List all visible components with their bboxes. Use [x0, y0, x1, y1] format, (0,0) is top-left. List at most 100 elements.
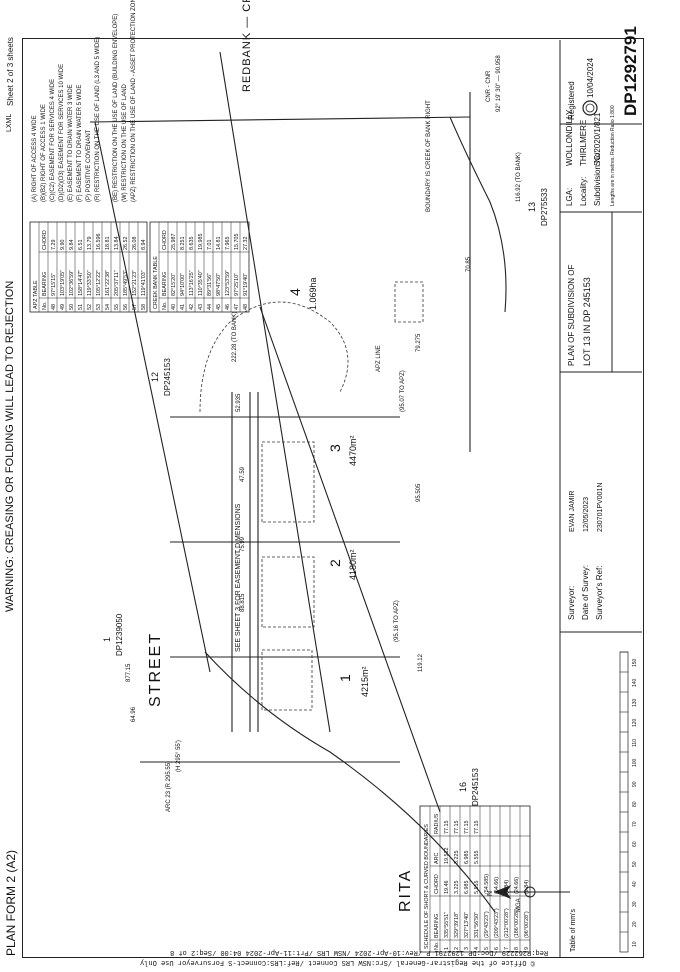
street-name-street: STREET	[147, 632, 164, 707]
table-cell: 3.225	[454, 881, 460, 895]
table-cell: 82°15'20"	[171, 273, 177, 296]
table-cell: 7.29	[51, 240, 57, 251]
table-cell: 19.46	[444, 881, 450, 895]
easement-note: (B)(B2) RIGHT OF ACCESS 1 WIDE	[41, 104, 47, 202]
boundary-south	[259, 306, 441, 813]
table-cell: 97°25'10"	[234, 273, 240, 296]
easement-note: (P) POSITIVE COVENANT	[86, 129, 92, 202]
table-cell: 77.15	[444, 821, 450, 835]
table-cell: 94°10'00"	[180, 273, 186, 296]
scale-tick-label: 60	[632, 841, 638, 847]
building-envelope-3	[261, 441, 315, 523]
table-cell: (212°00'28")	[504, 908, 510, 938]
building-envelope-4	[394, 281, 424, 323]
creek-bank-curve	[449, 116, 507, 313]
adjoining-dp-12: DP245153	[163, 358, 172, 396]
table-header: No.	[162, 302, 168, 310]
adjoining-lot-13: 13	[527, 202, 537, 212]
table-cell: 185°49'53"	[123, 270, 129, 296]
north-label: N	[487, 891, 494, 896]
table-cell: 329°39'18"	[454, 912, 460, 938]
table-cell: 5.555	[474, 851, 480, 865]
surveyor-ref: 230701PV001N	[597, 483, 604, 532]
creek-bank-label: BOUNDARY IS CREEK OF BANK RIGHT	[426, 100, 432, 212]
dimension-p: (95.07 TO APZ)	[400, 370, 406, 412]
table-cell: 77.15	[474, 821, 480, 835]
table-cell: 8.635	[189, 237, 195, 251]
table-cell: (29°43'23")	[484, 911, 490, 938]
dimension-f: CNR - CNR	[486, 70, 492, 102]
table-header: CHORD	[42, 230, 48, 250]
boundary-creek-side	[89, 116, 471, 123]
scale-tick-label: 30	[632, 901, 638, 907]
table-cell: 48	[243, 304, 249, 310]
apz-line-label: APZ LINE	[376, 345, 382, 372]
table-cell: (54.66)	[494, 877, 500, 894]
apz-line-curve	[199, 301, 349, 413]
adjoining-lot-12: 12	[150, 372, 160, 382]
table-cell: (9.84)	[504, 880, 510, 894]
lot-1-area: 4215m²	[360, 666, 370, 697]
table-cell: 113°16'25"	[189, 270, 195, 296]
table-cell: 41	[180, 304, 186, 310]
scale-tick-label: 70	[632, 821, 638, 827]
registered-date: 10/04/2024	[586, 57, 595, 98]
scale-tick-label: 110	[632, 739, 638, 747]
table-cell: 26.52	[123, 237, 129, 251]
table-cell: 7	[504, 947, 510, 950]
scale-tick-label: 120	[632, 718, 638, 727]
table-cell: 25.987	[171, 234, 177, 251]
dimension-d: 116.92 (TO BANK)	[516, 152, 522, 202]
table-cell: 335°55'51"	[444, 912, 450, 938]
subdivision-label: Subdivision No:	[593, 150, 602, 206]
building-envelope-2	[261, 556, 315, 628]
lot-1-number: 1	[337, 674, 353, 682]
table-cell: 8	[514, 947, 520, 950]
table-cell: 2	[454, 947, 460, 950]
table-cell: 40	[171, 304, 177, 310]
dimension-k: 47.59	[240, 466, 246, 482]
surveyor-label: Surveyor:	[567, 586, 576, 620]
locality-label: Locality:	[579, 177, 588, 206]
scale-tick-label: 100	[632, 758, 638, 767]
subdivision-value: SC/2020/1/821	[593, 112, 602, 166]
table-cell: 102°36'59"	[69, 270, 75, 296]
table-cell: 51	[78, 304, 84, 310]
boundary-bank-line	[219, 51, 331, 733]
table-cell: 13.79	[87, 237, 93, 251]
table-cell: 19.985	[198, 234, 204, 251]
building-envelope-1	[261, 649, 313, 711]
locality-value: THIRLMERE	[579, 120, 588, 166]
table-cell: 5	[484, 947, 490, 950]
table-cell: 110°35'40"	[198, 270, 204, 296]
table-cell: 97°15'15"	[51, 273, 57, 296]
table-cell: 52	[87, 304, 93, 310]
scale-bar-label: Table of mm's	[570, 909, 577, 952]
table-cell: 44	[207, 304, 213, 310]
easement-note: (E) EASEMENT TO DRAIN WATER 3 WIDE	[68, 84, 74, 202]
dimension-e: 92° 19' 30" — 90.958	[496, 55, 502, 112]
lot-4-number: 4	[287, 288, 303, 296]
scale-tick-label: 20	[632, 921, 638, 927]
easement-note: (W) RESTRICTION ON THE USE OF LAND	[122, 83, 128, 202]
table-cell: (54.585)	[484, 874, 490, 894]
scale-tick-label: 50	[632, 861, 638, 867]
dimension-o: (95.16 TO APZ)	[394, 600, 400, 642]
table-cell: 158°14'47"	[78, 270, 84, 296]
see-sheet-note: SEE SHEET 3 FOR EASEMENT DIMENSIONS	[235, 503, 242, 652]
lot-3-area: 4470m²	[348, 435, 358, 466]
table-cell: 9.84	[69, 240, 75, 251]
table-cell: 57	[132, 304, 138, 310]
surveyor-ref-label: Surveyor's Ref:	[595, 566, 604, 620]
table-cell: 47	[234, 304, 240, 310]
lengths-note: Lengths are in metres. Reduction Ratio 1…	[610, 105, 616, 206]
scale-tick-label: 150	[632, 658, 638, 667]
dimension-a: 119.12	[418, 653, 424, 672]
dimension-h: 70.85	[466, 256, 472, 272]
table-cell: 19.512	[444, 848, 450, 865]
scale-tick-label: 40	[632, 881, 638, 887]
date-of-survey: 12/05/2023	[583, 497, 590, 532]
